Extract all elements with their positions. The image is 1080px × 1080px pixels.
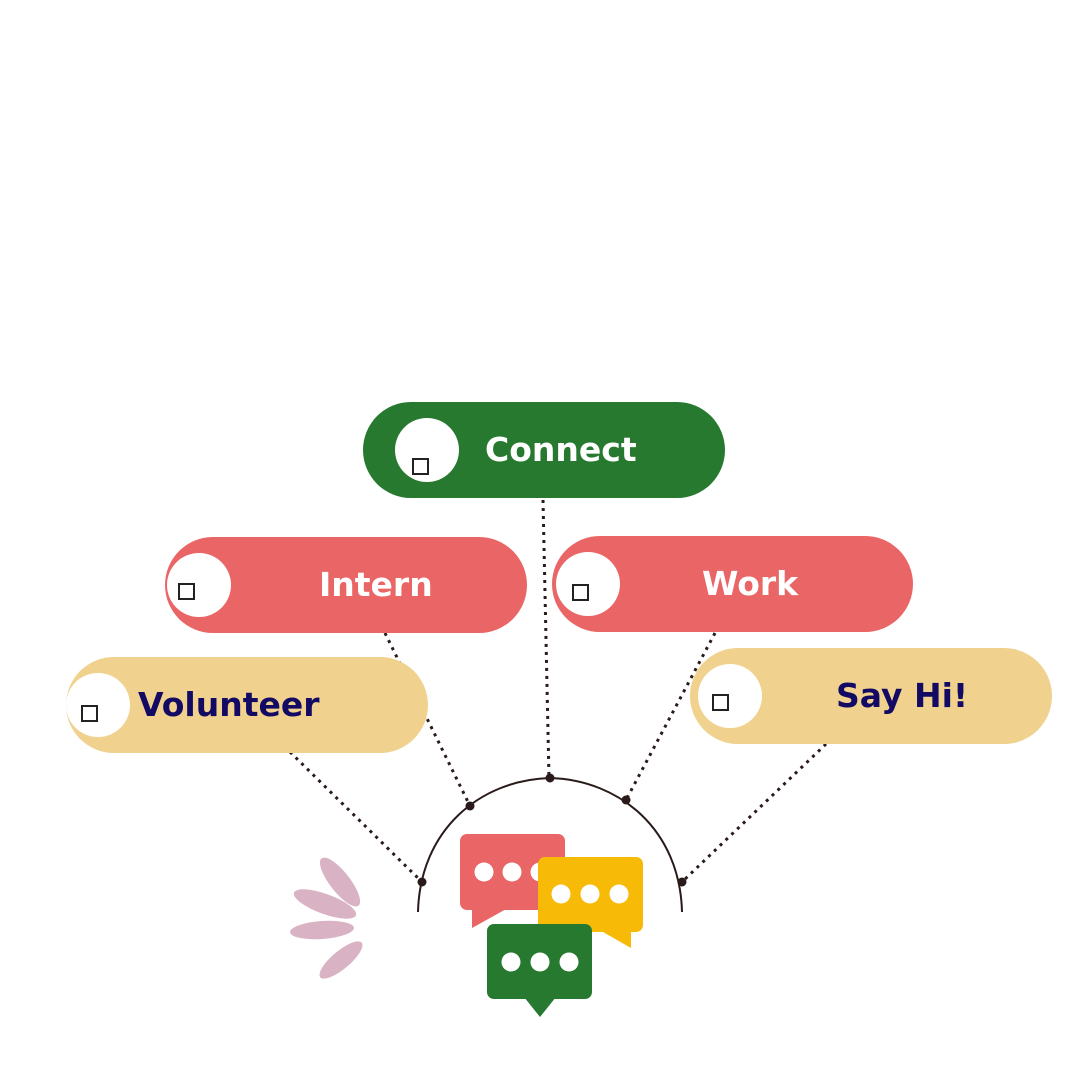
option-say-hi[interactable]: Say Hi!	[690, 648, 1052, 744]
option-intern-badge	[167, 553, 231, 617]
junction-dot	[465, 801, 475, 811]
connector-line-say-hi	[680, 742, 828, 884]
junction-dot	[417, 877, 427, 887]
option-connect-checkbox[interactable]	[412, 458, 429, 475]
option-say-hi-badge	[698, 664, 762, 728]
yellow-chat-bubble-icon	[538, 857, 643, 948]
sparkle-accent-icon	[290, 857, 363, 979]
option-volunteer-checkbox[interactable]	[81, 705, 98, 722]
option-volunteer-badge	[66, 673, 130, 737]
chat-bubbles-icon	[460, 834, 643, 1017]
option-intern[interactable]: Intern	[165, 537, 527, 633]
option-say-hi-label: Say Hi!	[836, 676, 968, 715]
option-say-hi-checkbox[interactable]	[712, 694, 729, 711]
junction-dot	[677, 877, 687, 887]
option-connect-label: Connect	[485, 430, 637, 469]
junction-dot	[621, 795, 631, 805]
option-volunteer[interactable]: Volunteer	[66, 657, 428, 753]
option-work-label: Work	[702, 564, 799, 603]
option-connect[interactable]: Connect	[363, 402, 725, 498]
option-intern-label: Intern	[319, 565, 433, 604]
option-intern-checkbox[interactable]	[178, 583, 195, 600]
option-work-checkbox[interactable]	[572, 584, 589, 601]
option-work[interactable]: Work	[552, 536, 913, 632]
junction-dot	[545, 773, 555, 783]
connector-line-volunteer	[288, 750, 424, 884]
green-chat-bubble-icon	[487, 924, 592, 1017]
option-volunteer-label: Volunteer	[138, 685, 320, 724]
